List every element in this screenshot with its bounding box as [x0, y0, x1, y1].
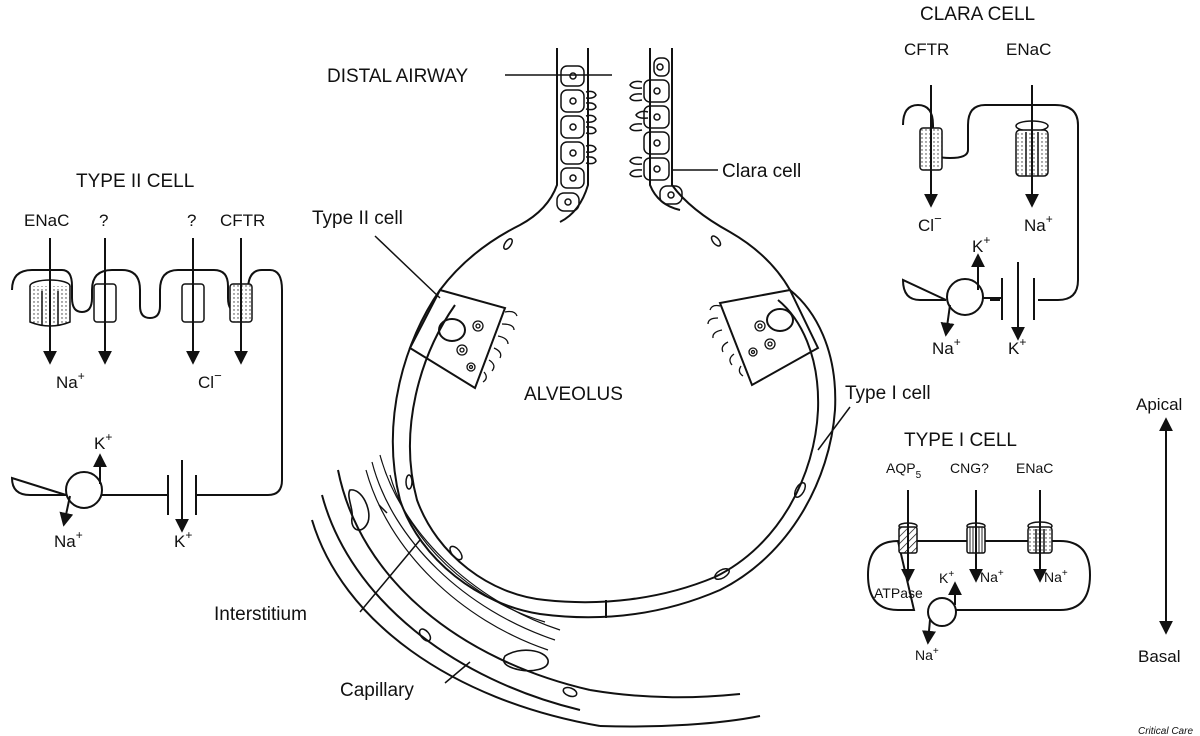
capillary-label: Capillary: [340, 680, 414, 701]
capillary-wall-5: [599, 715, 761, 728]
clara-pump-k: K+: [972, 233, 990, 256]
type1-channel-cng: CNG?: [950, 460, 989, 476]
capillary-wall-4: [589, 689, 741, 699]
alveolus-structure: [311, 48, 837, 728]
clara-channel-cftr: CFTR: [904, 40, 949, 59]
clara-cell-pointer-label: Clara cell: [722, 161, 801, 182]
alveolus-label: ALVEOLUS: [524, 384, 623, 405]
apical-label: Apical: [1136, 395, 1182, 414]
clara-ion-na: Na+: [1024, 212, 1053, 235]
type1-pump-na: Na+: [915, 646, 939, 663]
type1-pump-na-out: [922, 619, 936, 645]
type2-cell-left: [408, 288, 518, 390]
type2-ion-na: Na+: [56, 369, 85, 392]
pointer-type2-cell: [374, 235, 441, 299]
alveolar-wall-inner: [409, 299, 820, 604]
capillary-wall-2: [321, 494, 581, 711]
type1-ion-na-enac: Na+: [1044, 568, 1068, 585]
distal-airway-label: DISTAL AIRWAY: [327, 66, 468, 87]
capillary-wall-3: [311, 519, 601, 727]
type1-membrane: [866, 539, 1092, 611]
red-cell-2: [502, 649, 549, 672]
type2-title: TYPE II CELL: [76, 171, 194, 192]
type1-title: TYPE I CELL: [904, 430, 1017, 451]
clara-ion-cl: Cl−: [918, 211, 942, 235]
airway-wall-right-outer: [671, 48, 791, 291]
capillary-wall-1: [337, 469, 591, 691]
alveolar-wall-outer: [391, 289, 837, 619]
wall-nuclei: [405, 235, 807, 581]
clara-channel-enac: ENaC: [1006, 40, 1051, 59]
type2-cell-pointer-label: Type II cell: [312, 208, 403, 229]
type1-cell-panel: [866, 490, 1092, 645]
airway-cells-right: [629, 57, 683, 205]
clara-pump-na-out: [940, 304, 955, 337]
type2-channel-q2: ?: [187, 211, 196, 230]
type1-pump: [927, 597, 957, 627]
type1-cell-pointer-label: Type I cell: [845, 383, 931, 404]
pointer-type1-cell: [817, 406, 851, 451]
interstitium-label: Interstitium: [214, 604, 307, 625]
type2-pump-na-out: [59, 495, 74, 527]
type2-channel-enac: ENaC: [24, 211, 69, 230]
type2-ion-cl: Cl−: [198, 368, 222, 392]
type2-channel-q1: ?: [99, 211, 108, 230]
type2-channel-cftr: CFTR: [220, 211, 265, 230]
type2-pump-k: K+: [94, 430, 112, 453]
type2-channel-k: K+: [174, 528, 192, 551]
type2-pump: [65, 471, 103, 509]
type1-pump-label: ATPase: [874, 585, 923, 601]
red-cell-1: [348, 489, 370, 531]
clara-pump-na: Na+: [932, 335, 961, 358]
clara-membrane: [901, 103, 1079, 301]
pointer-capillary: [444, 661, 471, 684]
airway-wall-left-outer: [439, 48, 558, 291]
clara-channel-k: K+: [1008, 335, 1026, 358]
interstitium: [365, 454, 561, 651]
clara-cell-panel: [901, 85, 1079, 341]
type2-cell-panel: [10, 238, 283, 533]
clara-title: CLARA CELL: [920, 4, 1035, 25]
type2-cell-right: [707, 288, 820, 387]
pointer-interstitium: [359, 539, 421, 613]
type2-pump-na: Na+: [54, 528, 83, 551]
airway-cells-left: [556, 65, 597, 212]
type1-channel-enac: ENaC: [1016, 460, 1053, 476]
labels: DISTAL AIRWAY Clara cell Type II cell Ty…: [24, 4, 1193, 736]
basal-label: Basal: [1138, 647, 1181, 666]
type1-ion-na-cng: Na+: [980, 568, 1004, 585]
type1-pump-k: K+: [939, 569, 954, 586]
credit-label: Critical Care: [1138, 726, 1193, 736]
type1-channel-aqp5: AQP5: [886, 460, 922, 481]
type2-membrane: [10, 269, 283, 496]
